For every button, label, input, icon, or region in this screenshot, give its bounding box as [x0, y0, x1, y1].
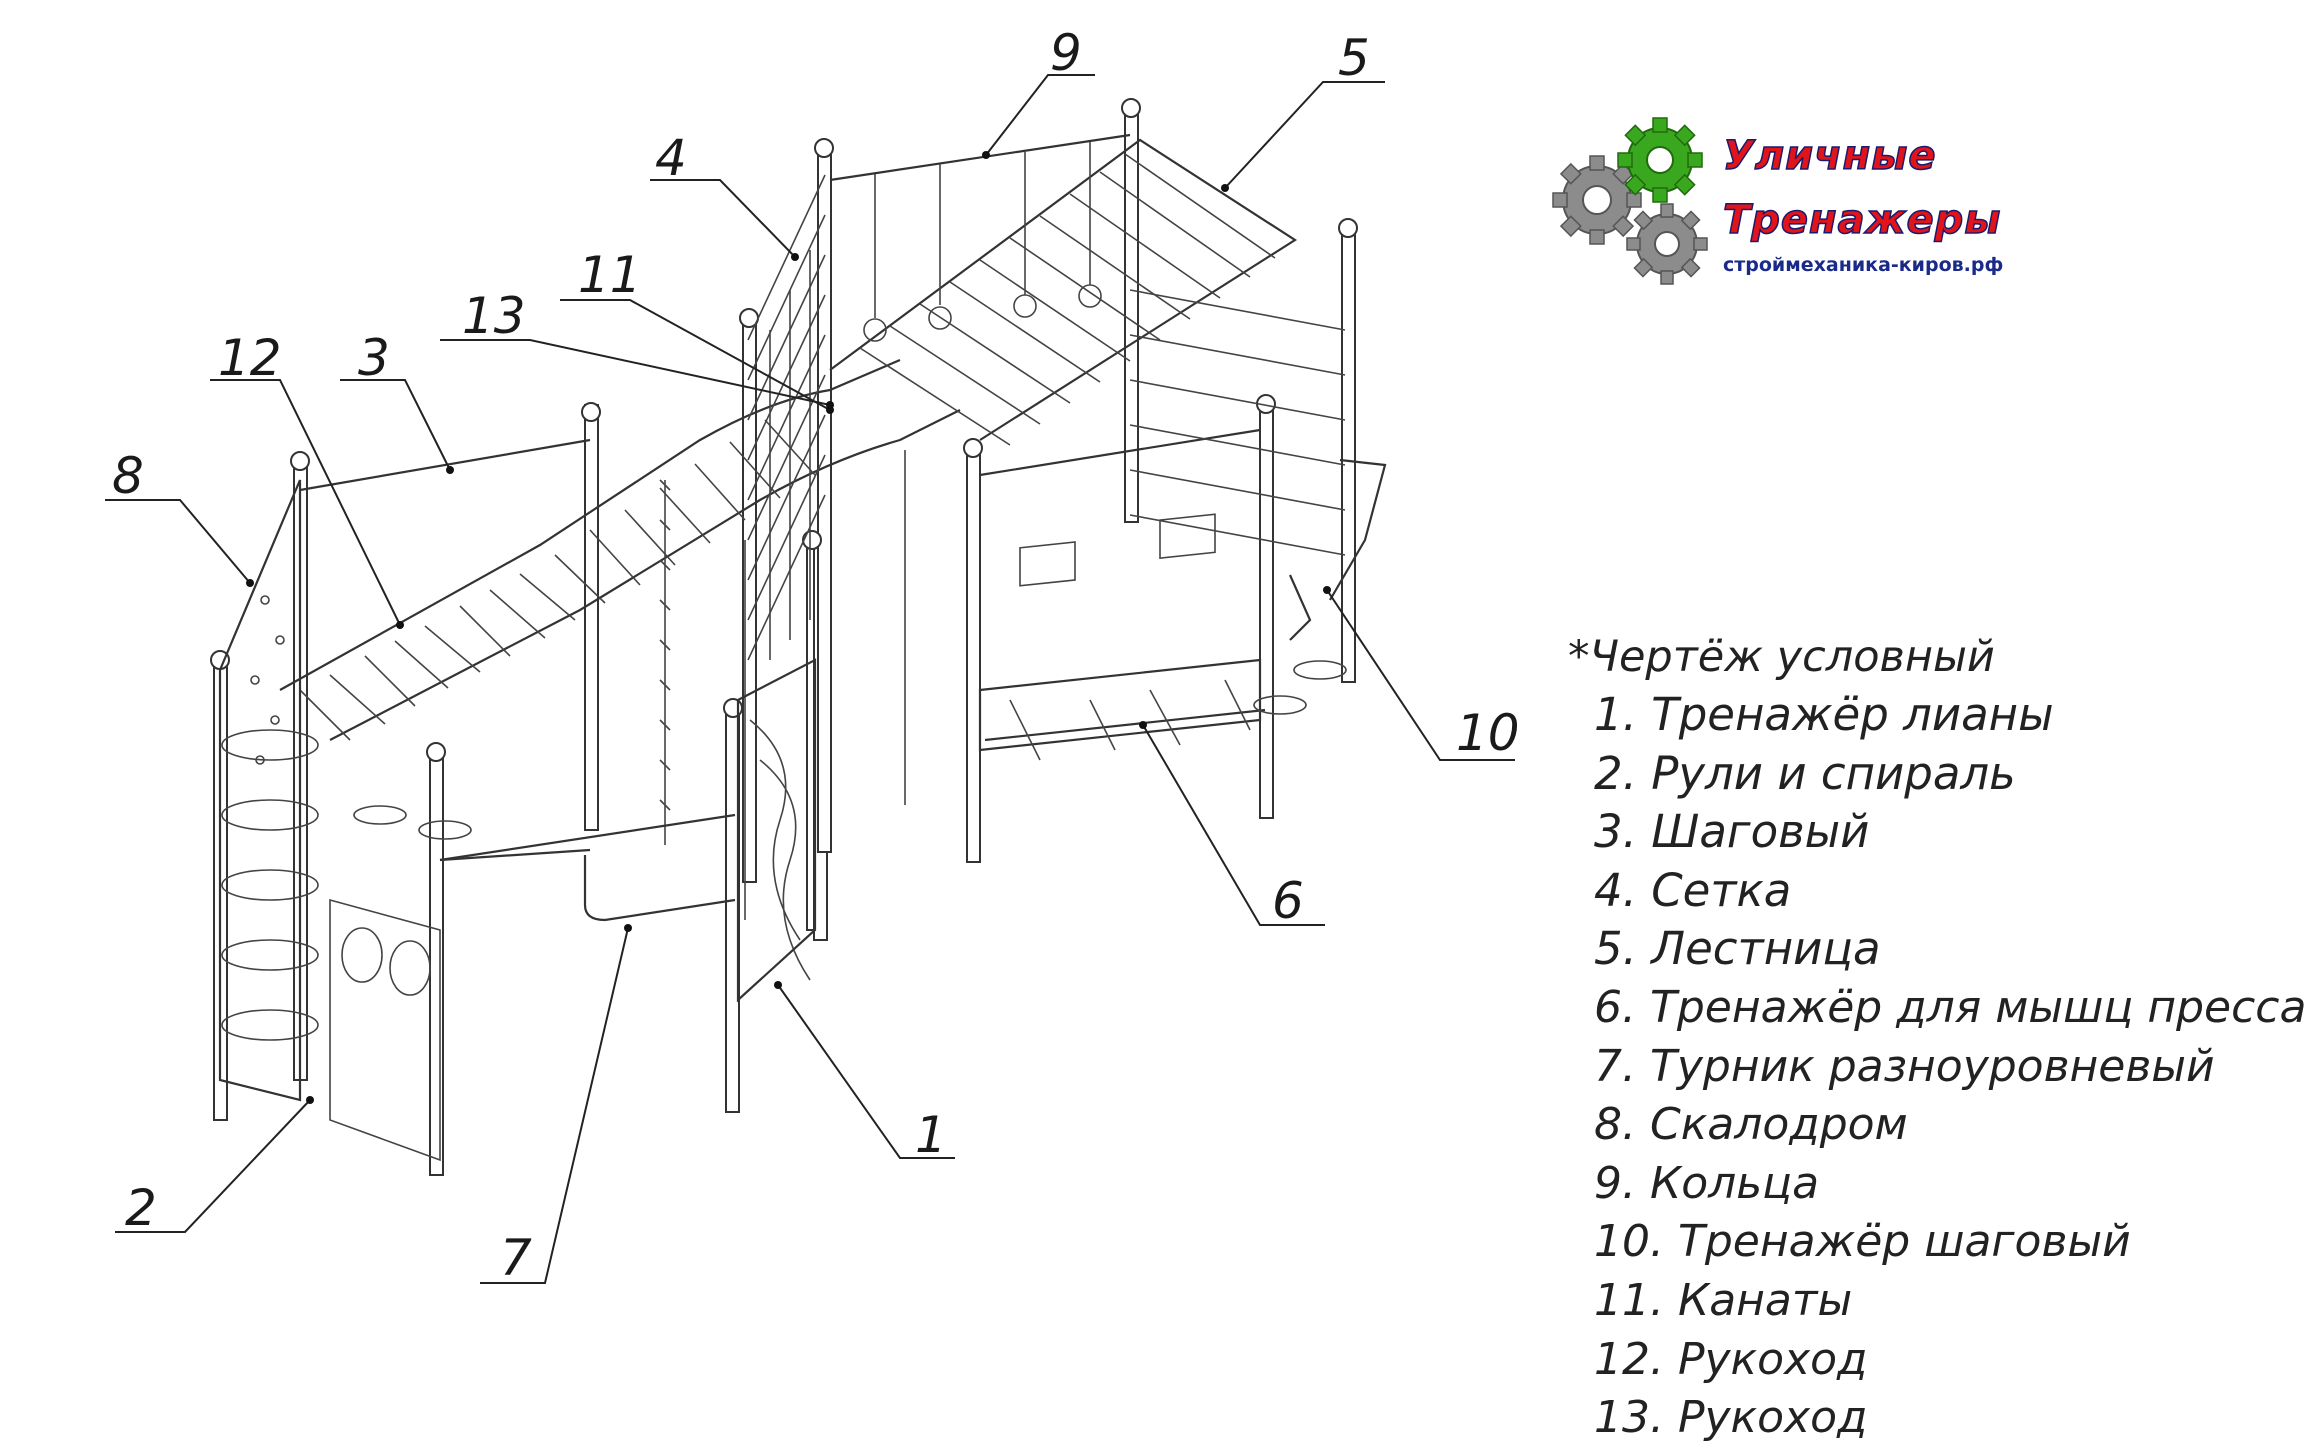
logo-title-line1: Уличные: [1722, 133, 1937, 179]
ab-bench: [978, 513, 1262, 761]
legend-item: 4. Сетка: [1594, 863, 1792, 917]
callout-11: 11: [578, 246, 642, 304]
legend-item: 2. Рули и спираль: [1594, 746, 2016, 800]
legend-item: 10. Тренажёр шаговый: [1594, 1216, 2131, 1268]
logo-website: строймеханика-киров.рф: [1723, 254, 2004, 276]
callout-9: 9: [1050, 24, 1082, 82]
rings: [829, 133, 1131, 342]
posts: [210, 98, 1358, 1176]
callout-8: 8: [112, 447, 144, 505]
callout-2: 2: [125, 1179, 157, 1237]
legend-item: 12. Рукоход: [1594, 1333, 1868, 1385]
legend-item: 9. Кольца: [1594, 1157, 1820, 1209]
ropes: [659, 450, 906, 920]
callout-3: 3: [358, 329, 390, 387]
callout-1: 1: [915, 1106, 947, 1164]
top-rails: [299, 428, 1266, 862]
spiral-and-wheels: [221, 729, 441, 1162]
wall-bars-right: [1129, 289, 1346, 556]
callout-13: 13: [462, 287, 526, 345]
lianas: [736, 658, 817, 1003]
legend-item: 6. Тренажёр для мышц пресса: [1594, 981, 2306, 1033]
climbing-net: [747, 174, 826, 661]
multi-level-bar: [439, 848, 736, 922]
legend-list: 1. Тренажёр лианы 2. Рули и спираль 3. Ш…: [1568, 686, 2306, 1448]
legend-item: 8. Скалодром: [1594, 1099, 1908, 1151]
legend-item: 3. Шаговый: [1594, 805, 1870, 859]
callout-5: 5: [1338, 29, 1370, 87]
legend-item: 7. Турник разноуровневый: [1594, 1040, 2215, 1092]
callout-12: 12: [218, 329, 282, 387]
steppers: [353, 458, 1387, 840]
callout-10: 10: [1456, 704, 1520, 762]
monkey-bars: [279, 358, 961, 741]
legend-item: 11. Канаты: [1594, 1274, 1853, 1326]
legend-note: *Чертёж условный: [1568, 632, 1995, 682]
legend: *Чертёж условный 1. Тренажёр лианы 2. Ру…: [1568, 628, 2306, 1448]
legend-item: 1. Тренажёр лианы: [1594, 688, 2054, 741]
structure-drawing: [210, 98, 1387, 1176]
brand-logo: Уличные Тренажеры строймеханика-киров.рф: [1552, 117, 2003, 298]
equipment-drawing: 9 5 4 11 13 3 12 8 10 6: [105, 24, 1520, 1287]
callout-7: 7: [500, 1229, 532, 1287]
legend-item: 13. Рукоход: [1594, 1392, 1868, 1444]
callout-6: 6: [1272, 872, 1304, 930]
legend-item: 5. Лестница: [1594, 922, 1881, 976]
logo-title-line2: Тренажеры: [1722, 197, 2002, 243]
gears-icon: [1552, 117, 1708, 285]
horizontal-ladder: [829, 138, 1298, 446]
callout-4: 4: [655, 129, 687, 187]
callouts: 9 5 4 11 13 3 12 8 10 6: [105, 24, 1520, 1287]
climbing-wall: [218, 479, 302, 1102]
